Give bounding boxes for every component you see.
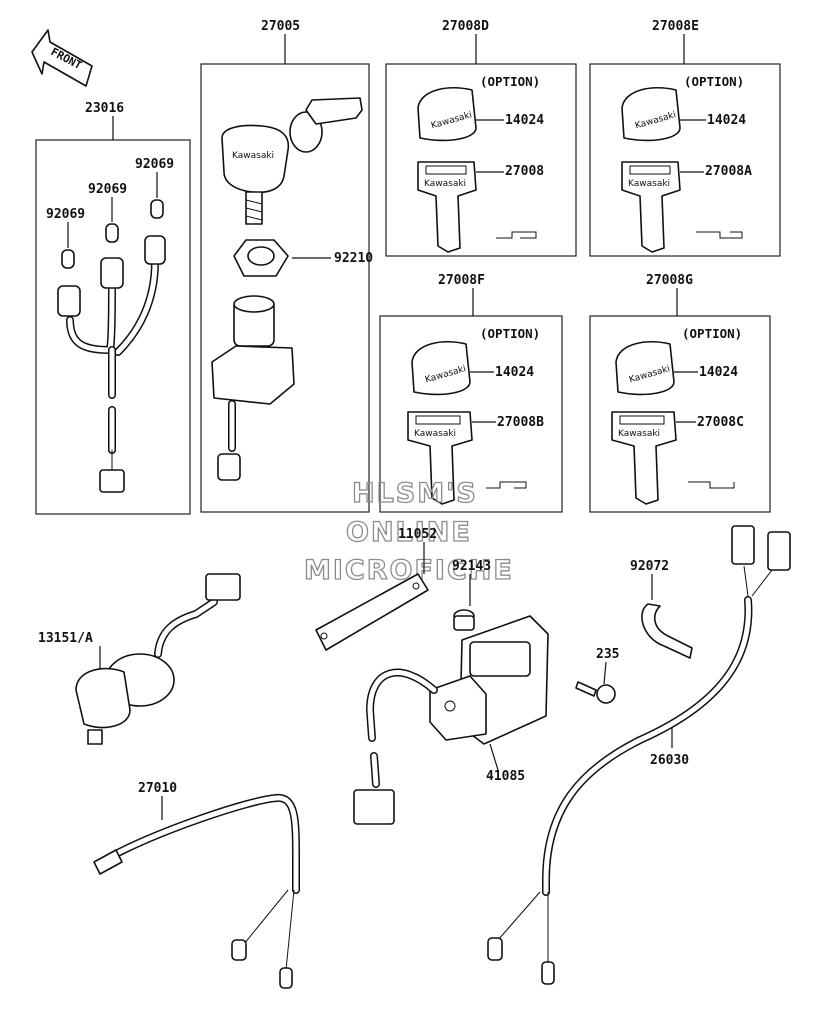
label-14024-e[interactable]: 14024	[707, 113, 746, 128]
watermark-line-2: ONLINE	[346, 517, 472, 548]
label-27008A[interactable]: 27008A	[705, 164, 752, 179]
ignition-key-icon: Kawasaki	[221, 97, 363, 225]
label-27008G[interactable]: 27008G	[646, 273, 693, 288]
label-27005[interactable]: 27005	[261, 19, 300, 34]
label-92069-a[interactable]: 92069	[135, 157, 174, 172]
watermark-line-1: HLSM'S	[352, 478, 478, 509]
label-27008D[interactable]: 27008D	[442, 19, 489, 34]
box-27008G	[589, 315, 771, 513]
label-92143[interactable]: 92143	[452, 559, 491, 574]
sensor-icon	[75, 573, 241, 745]
label-14024-d[interactable]: 14024	[505, 113, 544, 128]
front-arrow-icon: FRONT	[31, 29, 93, 87]
key-blank-icon: Kawasaki	[417, 161, 537, 253]
key-cover-icon: Kawasaki	[621, 86, 681, 142]
key-cover-icon: Kawasaki	[411, 340, 471, 396]
label-13151A[interactable]: 13151/A	[38, 631, 93, 646]
key-brand-27005: Kawasaki	[232, 151, 274, 161]
label-92072[interactable]: 92072	[630, 559, 669, 574]
key-cover-icon: Kawasaki	[615, 340, 675, 396]
label-27008[interactable]: 27008	[505, 164, 544, 179]
key-brand-e: Kawasaki	[628, 179, 670, 189]
label-27010[interactable]: 27010	[138, 781, 177, 796]
sensor-cable-27010	[93, 793, 300, 989]
bracket-plate-icon	[315, 573, 429, 651]
label-27008B[interactable]: 27008B	[497, 415, 544, 430]
label-92069-b[interactable]: 92069	[88, 182, 127, 197]
box-27008F	[379, 315, 563, 513]
option-label-d: (OPTION)	[480, 74, 540, 89]
watermark: HLSM'S ONLINE MICROFICHE	[303, 477, 512, 586]
label-235[interactable]: 235	[596, 647, 619, 662]
label-14024-f[interactable]: 14024	[495, 365, 534, 380]
key-cover-icon: Kawasaki	[417, 86, 477, 142]
terminal-cap-icon	[61, 199, 164, 269]
ignition-switch-icon	[211, 295, 295, 481]
sub-harness-23016	[57, 235, 166, 493]
label-23016[interactable]: 23016	[85, 101, 124, 116]
hex-nut-icon	[233, 239, 289, 277]
option-label-f: (OPTION)	[480, 326, 540, 341]
label-41085[interactable]: 41085	[486, 769, 525, 784]
key-blank-icon: Kawasaki	[407, 411, 527, 505]
label-14024-g[interactable]: 14024	[699, 365, 738, 380]
label-11052[interactable]: 11052	[398, 527, 437, 542]
label-27008E[interactable]: 27008E	[652, 19, 699, 34]
main-harness-26030	[487, 525, 791, 985]
box-27008E	[589, 63, 781, 257]
label-27008C[interactable]: 27008C	[697, 415, 744, 430]
label-27008F[interactable]: 27008F	[438, 273, 485, 288]
label-26030[interactable]: 26030	[650, 753, 689, 768]
key-brand-d: Kawasaki	[424, 179, 466, 189]
label-92069-c[interactable]: 92069	[46, 207, 85, 222]
washer-icon	[453, 609, 475, 631]
box-27008D	[385, 63, 577, 257]
label-92210[interactable]: 92210	[334, 251, 373, 266]
bolt-icon	[575, 681, 616, 704]
key-blank-icon: Kawasaki	[621, 161, 743, 253]
cable-tie-icon	[641, 603, 693, 659]
relay-icon	[353, 615, 549, 825]
key-brand-g: Kawasaki	[618, 429, 660, 439]
key-blank-icon: Kawasaki	[611, 411, 735, 505]
option-label-e: (OPTION)	[684, 74, 744, 89]
option-label-g: (OPTION)	[682, 326, 742, 341]
key-brand-f: Kawasaki	[414, 429, 456, 439]
